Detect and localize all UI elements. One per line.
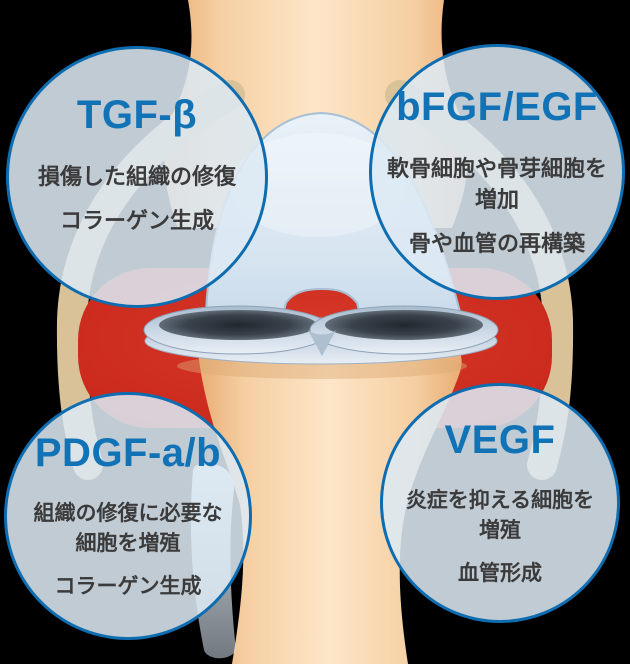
callout-title-bfgf-egf: bFGF/EGF (396, 85, 598, 129)
callout-text: 軟骨細胞や骨芽細胞を 増加 (386, 156, 607, 212)
meniscus-center-dip (308, 330, 336, 356)
callout-tgf-beta: TGF-β 損傷した組織の修復 コラーゲン生成 (6, 46, 268, 308)
callout-text: 損傷した組織の修復 (37, 163, 236, 189)
callout-title-tgf-beta: TGF-β (76, 92, 198, 137)
callout-text: コラーゲン生成 (59, 207, 214, 233)
callout-text: 組織の修復に必要な 細胞を増殖 (33, 501, 223, 555)
callout-title-pdgf-ab: PDGF-a/b (34, 430, 222, 475)
callout-bfgf-egf: bFGF/EGF 軟骨細胞や骨芽細胞を 増加 骨や血管の再構築 (369, 44, 625, 300)
callout-vegf: VEGF 炎症を抑える細胞を 増殖 血管形成 (380, 383, 620, 623)
tibia-bone (198, 350, 462, 664)
callout-text: 血管形成 (458, 561, 542, 585)
callout-pdgf-ab: PDGF-a/b 組織の修復に必要な 細胞を増殖 コラーゲン生成 (4, 392, 252, 640)
callout-text: 骨や血管の再構築 (408, 231, 585, 256)
callout-text: 炎症を抑える細胞を 増殖 (405, 488, 595, 542)
callout-text: コラーゲン生成 (54, 574, 202, 598)
callout-title-vegf: VEGF (444, 417, 556, 462)
